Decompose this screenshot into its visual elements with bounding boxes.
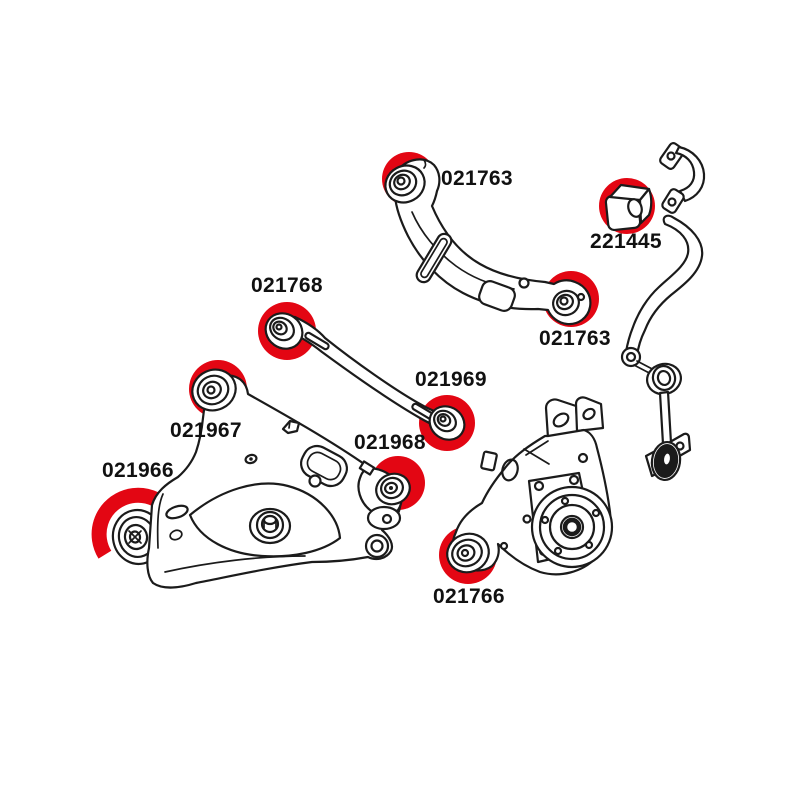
lower-control-arm-drawing: [111, 368, 411, 589]
stabilizer-bushing-221445: [604, 183, 653, 232]
part-label-021763-upper: 021763: [441, 167, 513, 190]
part-label-221445: 221445: [590, 230, 662, 253]
upper-control-arm-drawing: [384, 158, 592, 326]
part-label-021766: 021766: [433, 585, 505, 608]
part-label-021966: 021966: [102, 459, 174, 482]
part-label-021968: 021968: [354, 431, 426, 454]
wheel-knuckle-drawing: [446, 396, 614, 576]
transverse-link-drawing: [264, 312, 466, 441]
part-label-021967: 021967: [170, 419, 242, 442]
part-label-021768: 021768: [251, 274, 323, 297]
part-label-021969: 021969: [415, 368, 487, 391]
part-label-021763-lower: 021763: [539, 327, 611, 350]
anti-roll-bar-drawing: [604, 142, 706, 482]
